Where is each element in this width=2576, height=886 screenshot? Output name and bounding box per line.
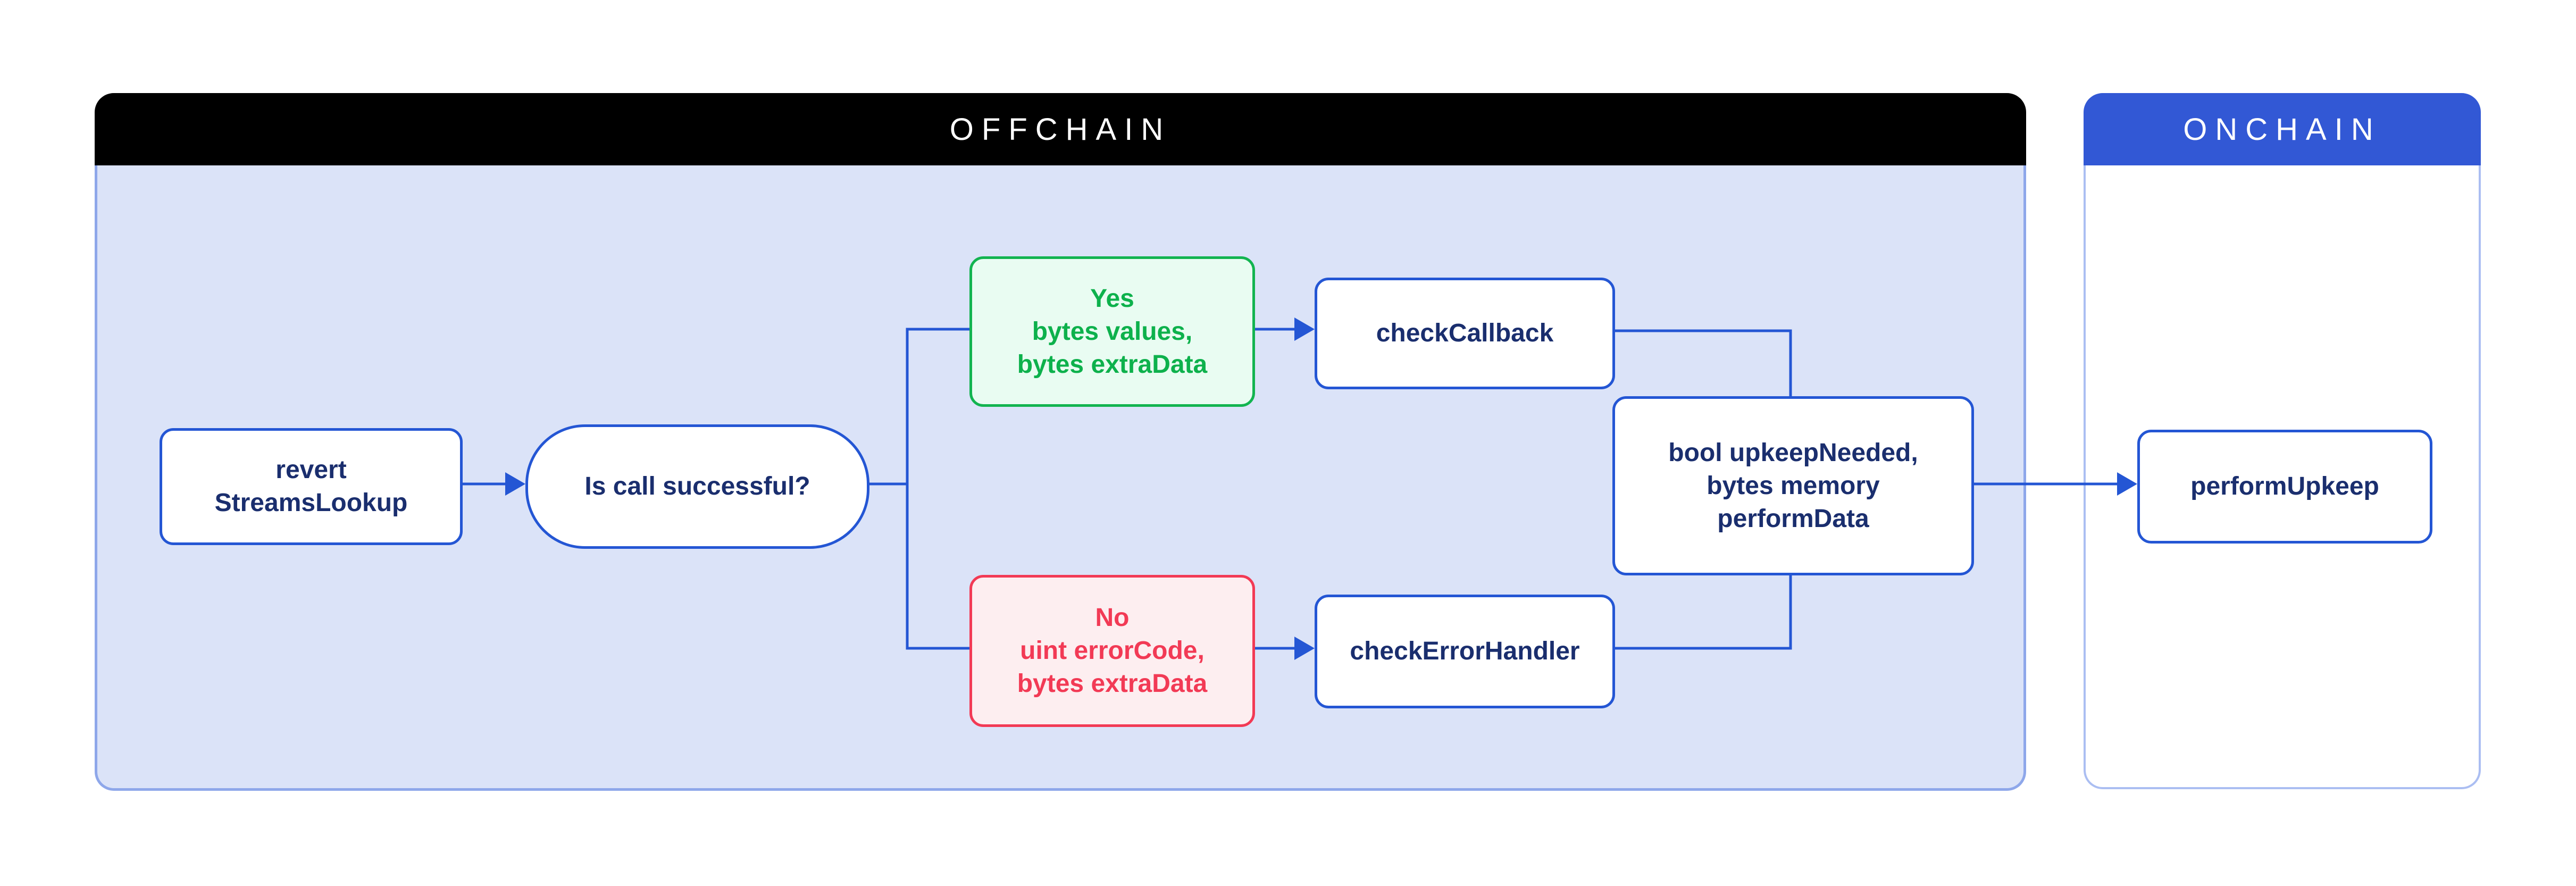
node-yes-branch: Yes bytes values, bytes extraData bbox=[969, 256, 1255, 407]
connector-checkerrorhandler-to-upkeep bbox=[1610, 570, 1792, 650]
node-upkeep-needed: bool upkeepNeeded, bytes memory performD… bbox=[1612, 396, 1974, 575]
node-checkcallback-label: checkCallback bbox=[1376, 319, 1554, 347]
onchain-panel-header: ONCHAIN bbox=[2084, 93, 2481, 165]
node-checkerrorhandler: checkErrorHandler bbox=[1315, 595, 1615, 708]
node-yes-branch-label: Yes bytes values, bytes extraData bbox=[1017, 284, 1208, 379]
node-upkeep-needed-label: bool upkeepNeeded, bytes memory performD… bbox=[1668, 438, 1918, 533]
offchain-panel-title: OFFCHAIN bbox=[949, 112, 1172, 147]
arrowhead-question bbox=[505, 472, 525, 496]
node-checkcallback: checkCallback bbox=[1315, 278, 1615, 389]
arrowhead-checkcallback bbox=[1294, 317, 1315, 341]
offchain-panel-header: OFFCHAIN bbox=[95, 93, 2026, 165]
connector-checkcallback-to-upkeep bbox=[1610, 329, 1792, 396]
arrowhead-checkerrorhandler bbox=[1294, 637, 1315, 660]
arrowhead-performupkeep bbox=[2117, 472, 2137, 496]
node-revert-streamslookup-label: revert StreamsLookup bbox=[214, 456, 408, 517]
node-performupkeep-label: performUpkeep bbox=[2190, 472, 2379, 500]
node-is-call-successful: Is call successful? bbox=[525, 424, 869, 549]
node-revert-streamslookup: revert StreamsLookup bbox=[160, 428, 463, 545]
node-is-call-successful-label: Is call successful? bbox=[584, 472, 810, 500]
node-checkerrorhandler-label: checkErrorHandler bbox=[1350, 637, 1580, 665]
node-no-branch: No uint errorCode, bytes extraData bbox=[969, 575, 1255, 727]
onchain-panel-title: ONCHAIN bbox=[2183, 112, 2381, 147]
node-performupkeep: performUpkeep bbox=[2137, 430, 2432, 544]
node-no-branch-label: No uint errorCode, bytes extraData bbox=[1017, 604, 1208, 698]
connector-branch-trunk bbox=[864, 328, 969, 650]
